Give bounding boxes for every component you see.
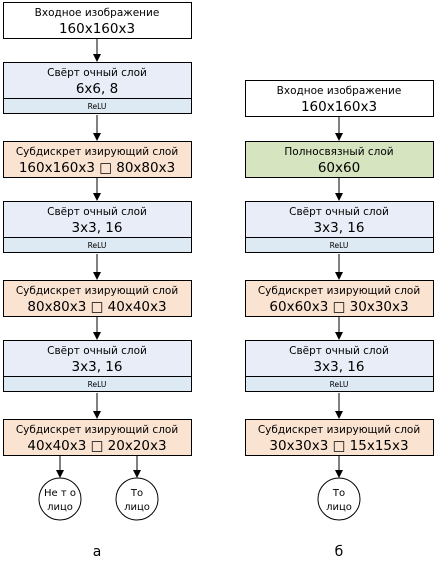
layer-title: Свёрт очный слой — [47, 67, 147, 79]
output-node: Не т о лицо — [38, 477, 82, 521]
layer-params: 3x3, 16 — [314, 220, 365, 236]
layer-params: 80x80x3 □ 40x40x3 — [27, 299, 166, 315]
output-label-line1: Не т о — [44, 488, 76, 499]
relu-box — [3, 376, 192, 392]
relu-box — [3, 237, 192, 253]
dense-box — [245, 141, 434, 178]
layer-title: Свёрт очный слой — [289, 345, 389, 357]
layer-title: Свёрт очный слой — [47, 345, 147, 357]
input-layer-block: Входное изображение 160x160x3 — [245, 80, 434, 117]
layer-params: 3x3, 16 — [72, 220, 123, 236]
layer-params: 160x160x3 — [301, 99, 377, 115]
layer-title: Субдискрет изирующий слой — [16, 285, 178, 297]
pool-layer-block: Субдискрет изирующий слой 60x60x3 □ 30x30… — [245, 280, 434, 317]
panel-label: б — [335, 544, 344, 560]
conv-layer-block: Свёрт очный слой 3x3, 16 ReLU — [3, 340, 192, 392]
output-circle — [38, 477, 82, 521]
conv-layer-block: Свёрт очный слой 3x3, 16 ReLU — [245, 340, 434, 392]
layer-title: Свёрт очный слой — [47, 206, 147, 218]
dense-layer-block: Полносвязный слой 60x60 — [245, 141, 434, 178]
layer-params: 60x60x3 □ 30x30x3 — [269, 299, 408, 315]
layer-title: Свёрт очный слой — [289, 206, 389, 218]
layer-params: 6x6, 8 — [76, 81, 118, 97]
layer-title: Входное изображение — [277, 85, 402, 97]
pool-box — [3, 141, 192, 178]
input-box — [245, 80, 434, 117]
input-layer-block: Входное изображение 160x160x3 — [3, 2, 192, 39]
activation-label: ReLU — [88, 380, 107, 389]
pool-box — [3, 280, 192, 317]
output-label-line2: лицо — [47, 502, 73, 513]
pool-box — [245, 280, 434, 317]
relu-box — [245, 237, 434, 253]
output-label-line2: лицо — [326, 502, 352, 513]
layer-params: 30x30x3 □ 15x15x3 — [269, 438, 408, 454]
conv-layer-block: Свёрт очный слой 3x3, 16 ReLU — [3, 201, 192, 253]
activation-label: ReLU — [88, 102, 107, 111]
layer-params: 160x160x3 — [59, 21, 135, 37]
output-circle — [317, 477, 361, 521]
pool-layer-block: Субдискрет изирующий слой 160x160x3 □ 80x… — [3, 141, 192, 178]
panel-label: а — [93, 544, 102, 560]
activation-label: ReLU — [330, 380, 349, 389]
pool-layer-block: Субдискрет изирующий слой 40x40x3 □ 20x20… — [3, 419, 192, 456]
output-label-line1: То — [130, 488, 143, 499]
panel-b: Входное изображение 160x160x3Полносвязный… — [245, 80, 434, 560]
layer-title: Полносвязный слой — [284, 146, 393, 158]
output-label-line2: лицо — [124, 502, 150, 513]
layer-title: Субдискрет изирующий слой — [16, 146, 178, 158]
pool-box — [245, 419, 434, 456]
pool-layer-block: Субдискрет изирующий слой 80x80x3 □ 40x40… — [3, 280, 192, 317]
layer-params: 160x160x3 □ 80x80x3 — [19, 160, 175, 176]
layer-params: 3x3, 16 — [72, 359, 123, 375]
input-box — [3, 2, 192, 39]
pool-layer-block: Субдискрет изирующий слой 30x30x3 □ 15x15… — [245, 419, 434, 456]
conv-box — [245, 340, 434, 377]
layer-title: Субдискрет изирующий слой — [16, 424, 178, 436]
conv-layer-block: Свёрт очный слой 3x3, 16 ReLU — [245, 201, 434, 253]
output-node: То лицо — [317, 477, 361, 521]
conv-box — [245, 201, 434, 238]
conv-box — [3, 201, 192, 238]
layer-params: 40x40x3 □ 20x20x3 — [27, 438, 166, 454]
conv-box — [3, 62, 192, 99]
layer-title: Субдискрет изирующий слой — [258, 285, 420, 297]
output-label-line1: То — [332, 488, 345, 499]
layer-title: Входное изображение — [35, 7, 160, 19]
layer-params: 3x3, 16 — [314, 359, 365, 375]
output-circle — [115, 477, 159, 521]
activation-label: ReLU — [330, 241, 349, 250]
conv-layer-block: Свёрт очный слой 6x6, 8 ReLU — [3, 62, 192, 114]
layer-title: Субдискрет изирующий слой — [258, 424, 420, 436]
relu-box — [245, 376, 434, 392]
pool-box — [3, 419, 192, 456]
output-node: То лицо — [115, 477, 159, 521]
activation-label: ReLU — [88, 241, 107, 250]
relu-box — [3, 98, 192, 114]
layer-params: 60x60 — [318, 160, 360, 176]
